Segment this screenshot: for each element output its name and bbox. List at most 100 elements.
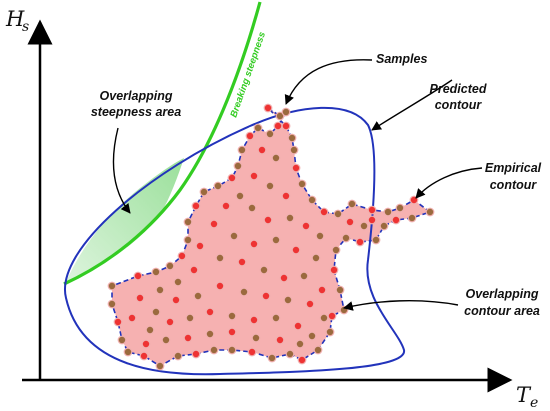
sample-point xyxy=(227,173,237,183)
svg-text:s: s xyxy=(22,19,29,35)
sample-point xyxy=(263,103,273,113)
sample-point xyxy=(367,205,377,215)
sample-point xyxy=(293,321,303,331)
sample-point xyxy=(425,207,435,217)
sample-point xyxy=(237,145,247,155)
sample-point xyxy=(285,349,295,359)
sample-point xyxy=(333,209,343,219)
sample-point xyxy=(273,121,283,131)
svg-text:Empirical: Empirical xyxy=(485,161,542,175)
sample-point xyxy=(395,203,405,213)
svg-text:H: H xyxy=(5,7,25,31)
sample-point xyxy=(331,245,341,255)
overlapping-steepness-area xyxy=(66,158,184,282)
sample-point xyxy=(161,335,171,345)
breaking-steepness-curve xyxy=(63,1,262,286)
sample-point xyxy=(335,285,345,295)
arrow-overlap-contour xyxy=(343,300,459,311)
svg-text:Samples: Samples xyxy=(376,52,427,66)
x-axis-label: T e xyxy=(516,383,538,411)
sample-point xyxy=(327,311,337,321)
sample-point xyxy=(283,295,293,305)
sample-point xyxy=(249,315,259,325)
sample-point xyxy=(341,233,351,243)
sample-point xyxy=(407,213,417,223)
sample-point xyxy=(347,199,357,209)
sample-point xyxy=(165,317,175,327)
sample-point xyxy=(287,133,297,143)
sample-point xyxy=(371,235,381,245)
sample-point xyxy=(319,207,329,217)
sample-point xyxy=(261,291,271,301)
sample-point xyxy=(291,163,301,173)
sample-point xyxy=(315,231,325,241)
sample-point xyxy=(191,349,201,359)
svg-text:contour: contour xyxy=(490,178,538,192)
sample-point xyxy=(227,311,237,321)
sample-point xyxy=(281,191,291,201)
sample-point xyxy=(123,347,133,357)
annotation-overlapping-steepness: Overlapping steepness area xyxy=(91,89,181,119)
annotation-overlapping-contour: Overlapping contour area xyxy=(464,287,540,318)
sample-point xyxy=(117,335,127,345)
sample-point xyxy=(313,345,323,355)
sample-point xyxy=(193,291,203,301)
arrow-predicted xyxy=(371,79,453,131)
sample-point xyxy=(249,239,259,249)
sample-point xyxy=(177,251,187,261)
arrow-overlap-steepness xyxy=(112,127,131,214)
sample-point xyxy=(227,345,237,355)
sample-point xyxy=(139,351,149,361)
sample-point xyxy=(367,215,377,225)
arrow-samples xyxy=(284,59,373,105)
sample-point xyxy=(307,331,317,341)
sample-point xyxy=(209,345,219,355)
empirical-contour xyxy=(111,107,432,367)
annotation-predicted-contour: Predicted contour xyxy=(430,82,487,112)
sample-point xyxy=(237,257,247,267)
sample-point xyxy=(171,295,181,305)
sample-point xyxy=(295,339,305,349)
sample-point xyxy=(249,171,259,181)
sample-point xyxy=(209,219,219,229)
sample-point xyxy=(135,293,145,303)
sample-point xyxy=(391,215,401,225)
sample-point xyxy=(189,265,199,275)
sample-point xyxy=(317,285,327,295)
sample-point xyxy=(285,213,295,223)
sample-point xyxy=(107,299,117,309)
sample-point xyxy=(233,161,243,171)
svg-text:e: e xyxy=(530,395,538,411)
sample-point xyxy=(281,107,291,117)
sample-point xyxy=(145,325,155,335)
sample-point xyxy=(275,335,285,345)
y-axis-label: H s xyxy=(5,7,29,35)
sample-point xyxy=(141,339,151,349)
sample-point xyxy=(205,329,215,339)
sample-point xyxy=(191,201,201,211)
sample-point xyxy=(329,265,339,275)
sample-point xyxy=(229,231,239,241)
svg-text:Overlapping: Overlapping xyxy=(100,89,173,103)
predicted-contour xyxy=(63,106,405,376)
sample-point xyxy=(205,307,215,317)
sample-point xyxy=(199,187,209,197)
svg-text:steepness area: steepness area xyxy=(91,105,181,119)
arrow-empirical xyxy=(415,167,483,199)
sample-point xyxy=(183,217,193,227)
sample-point xyxy=(213,181,223,191)
sample-point xyxy=(275,111,285,121)
sample-point xyxy=(127,313,137,323)
sample-point xyxy=(165,261,175,271)
sample-point xyxy=(259,265,269,275)
sample-point xyxy=(265,129,275,139)
sample-point xyxy=(133,271,143,281)
sample-point xyxy=(299,271,309,281)
sample-point xyxy=(355,237,365,247)
sample-point xyxy=(305,299,315,309)
svg-text:T: T xyxy=(516,383,532,407)
sample-point xyxy=(271,235,281,245)
sample-point xyxy=(267,353,277,363)
